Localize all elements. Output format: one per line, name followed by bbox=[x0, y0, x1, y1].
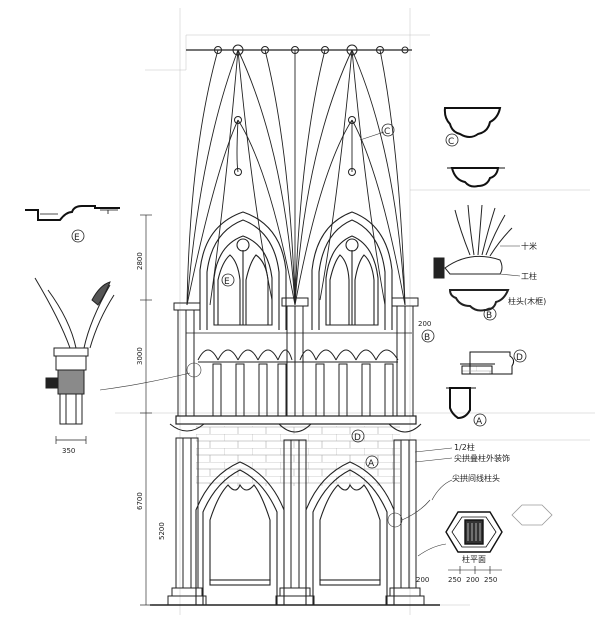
detail-e-profile bbox=[25, 205, 120, 221]
label-a-right: A bbox=[476, 417, 483, 427]
note-top-right-2: 工柱 bbox=[521, 271, 537, 281]
lower-arch-right bbox=[305, 461, 395, 605]
dim-h-low: 6700 bbox=[136, 492, 144, 510]
note-mid-1: 1/2柱 bbox=[454, 442, 475, 452]
callout-arch-circle bbox=[387, 512, 403, 528]
label-c-vault: C bbox=[384, 127, 390, 137]
pier-left bbox=[167, 302, 207, 606]
detail-d-profile bbox=[460, 351, 515, 375]
dim-plan-3: 250 bbox=[484, 576, 497, 584]
label-b-pier: B bbox=[424, 333, 430, 343]
capital-side-detail bbox=[433, 204, 513, 312]
main-elevation bbox=[150, 44, 440, 606]
triforium-arcade bbox=[197, 349, 399, 417]
column-plan bbox=[445, 504, 553, 574]
upper-window-left bbox=[199, 211, 287, 330]
vault-bosses bbox=[214, 44, 409, 176]
label-d-right: D bbox=[516, 353, 523, 363]
detail-c-profiles bbox=[443, 107, 505, 188]
lower-arch-left bbox=[195, 461, 285, 605]
vault-ribs bbox=[186, 49, 406, 306]
label-b-right: B bbox=[486, 311, 492, 321]
pier-centre bbox=[275, 297, 315, 606]
dimension-chain bbox=[140, 214, 152, 606]
detail-a-profile bbox=[446, 387, 476, 420]
label-d-course: D bbox=[354, 433, 361, 443]
label-e-window: E bbox=[224, 277, 230, 287]
label-a-arch: A bbox=[368, 459, 375, 469]
note-section: 柱平面 bbox=[462, 554, 486, 564]
callout-circle bbox=[186, 362, 202, 378]
dim-h-mid: 3000 bbox=[136, 347, 144, 365]
dim-plan-1: 250 bbox=[448, 576, 461, 584]
upper-window-right bbox=[311, 211, 393, 330]
note-mid-2: 尖拱叠柱外装饰 bbox=[454, 453, 510, 463]
leader-capital bbox=[99, 372, 191, 391]
label-c-right: C bbox=[448, 137, 454, 147]
dim-col-small: 200 bbox=[418, 320, 431, 328]
note-top-right-1: 十米 bbox=[521, 241, 537, 251]
dim-h-top: 2800 bbox=[136, 252, 144, 270]
dim-h-low2: 5200 bbox=[158, 522, 166, 540]
capital-detail bbox=[34, 277, 115, 444]
note-capital: 柱头(木框) bbox=[508, 296, 546, 306]
dim-base-small: 200 bbox=[416, 576, 429, 584]
dim-plan-2: 200 bbox=[466, 576, 479, 584]
dim-detail-width: 350 bbox=[62, 447, 75, 455]
note-capital-arch: 尖拱间线柱头 bbox=[452, 473, 500, 483]
label-e-left: E bbox=[74, 233, 80, 243]
